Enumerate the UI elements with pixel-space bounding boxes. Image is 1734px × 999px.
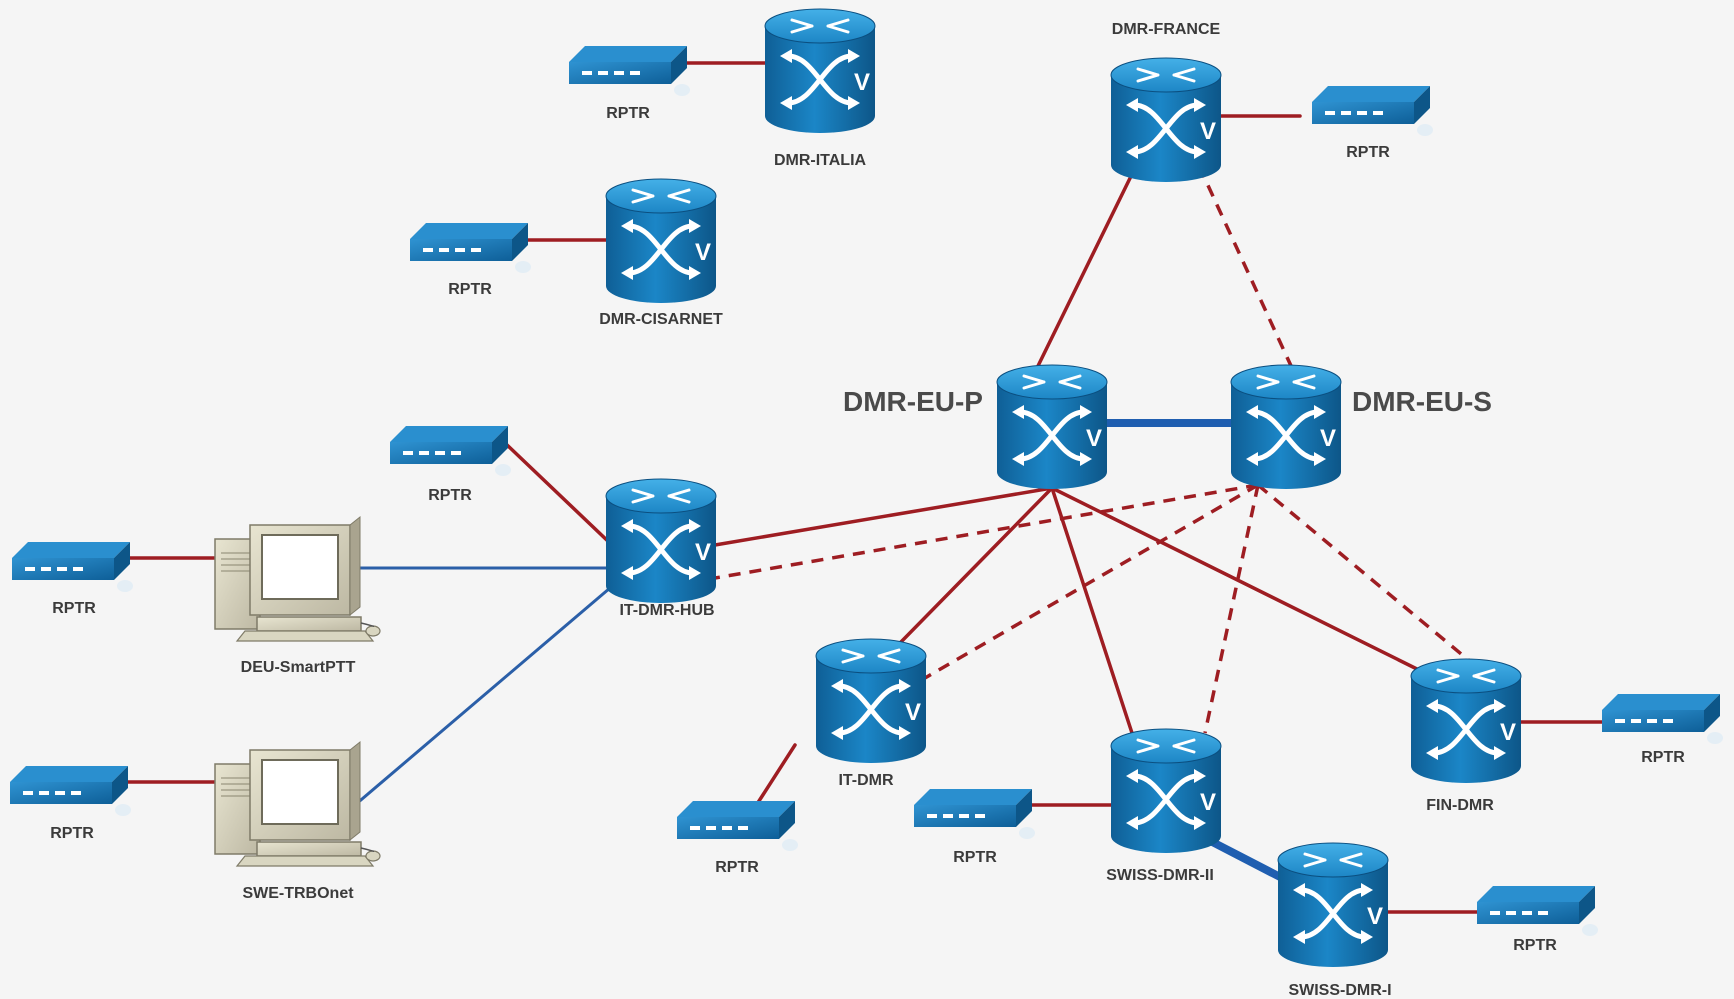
router-icon: [997, 365, 1107, 489]
repeater-icon: [1477, 886, 1598, 936]
link-dmr-eu-p-swiss-dmr-ii: [1050, 486, 1134, 735]
link-dmr-eu-s-it-dmr: [924, 483, 1259, 680]
repeater-icon: [1602, 694, 1723, 744]
router-dmr-cisarnet[interactable]: DMR-CISARNET: [599, 179, 723, 328]
repeater-swe-trbonet[interactable]: RPTR: [10, 766, 131, 842]
node-label-dmr-france: DMR-FRANCE: [1112, 21, 1221, 38]
node-label-swe-trbonet: SWE-TRBOnet: [242, 885, 354, 902]
node-label-rptr: RPTR: [715, 859, 759, 876]
link-dmr-eu-p-dmr-france: [1035, 166, 1137, 370]
link-dmr-eu-p-fin-dmr: [1050, 486, 1427, 675]
repeater-dmr-cisarnet[interactable]: RPTR: [410, 223, 531, 298]
repeater-icon: [569, 46, 690, 96]
node-label-it-dmr-hub: IT-DMR-HUB: [619, 602, 714, 619]
router-icon: [606, 179, 716, 303]
repeater-it-dmr[interactable]: RPTR: [677, 801, 798, 876]
router-it-dmr[interactable]: IT-DMR: [816, 639, 926, 789]
node-label-dmr-eu-s: DMR-EU-S: [1352, 386, 1492, 417]
node-label-rptr: RPTR: [50, 825, 94, 842]
node-label-rptr: RPTR: [606, 105, 650, 122]
link-rptr-it-dmr-hub: [503, 441, 614, 547]
repeater-dmr-france[interactable]: RPTR: [1312, 86, 1433, 161]
computer-icon: [214, 516, 381, 642]
router-icon: [1111, 58, 1221, 182]
repeater-deu-smartptt[interactable]: RPTR: [12, 542, 133, 617]
link-swe-trbonet-it-dmr-hub: [354, 586, 611, 807]
router-dmr-eu-s[interactable]: DMR-EU-S: [1231, 365, 1492, 489]
router-dmr-italia[interactable]: DMR-ITALIA: [765, 9, 875, 169]
computer-icon: [214, 741, 381, 867]
router-icon: [1411, 659, 1521, 783]
link-dmr-eu-s-dmr-france: [1198, 167, 1294, 369]
node-label-dmr-italia: DMR-ITALIA: [774, 152, 867, 169]
node-label-rptr: RPTR: [1641, 749, 1685, 766]
repeater-icon: [390, 426, 511, 476]
node-label-deu-smartptt: DEU-SmartPTT: [241, 659, 356, 676]
repeater-it-dmr-hub[interactable]: RPTR: [390, 426, 511, 504]
router-icon: [1231, 365, 1341, 489]
link-dmr-eu-s-swiss-dmr-ii: [1203, 484, 1260, 734]
node-label-rptr: RPTR: [953, 849, 997, 866]
repeater-icon: [10, 766, 131, 816]
computer-swe-trbonet[interactable]: SWE-TRBOnet: [214, 741, 381, 902]
repeater-swiss-dmr-i[interactable]: RPTR: [1477, 886, 1598, 954]
node-label-dmr-cisarnet: DMR-CISARNET: [599, 311, 723, 328]
node-label-rptr: RPTR: [1513, 937, 1557, 954]
computer-deu-smartptt[interactable]: DEU-SmartPTT: [214, 516, 381, 676]
router-icon: [1111, 729, 1221, 853]
node-label-dmr-eu-p: DMR-EU-P: [843, 386, 983, 417]
router-icon: [816, 639, 926, 763]
repeater-icon: [914, 789, 1035, 839]
node-label-swiss-dmr-ii: SWISS-DMR-II: [1106, 867, 1214, 884]
node-label-it-dmr: IT-DMR: [838, 772, 894, 789]
node-label-rptr: RPTR: [428, 487, 472, 504]
router-icon: [1278, 843, 1388, 967]
router-it-dmr-hub[interactable]: IT-DMR-HUB: [606, 479, 716, 619]
node-label-swiss-dmr-i: SWISS-DMR-I: [1288, 982, 1391, 999]
router-icon: [765, 9, 875, 133]
router-swiss-dmr-i[interactable]: SWISS-DMR-I: [1278, 843, 1392, 999]
router-icon: [606, 479, 716, 603]
node-label-rptr: RPTR: [52, 600, 96, 617]
router-dmr-eu-p[interactable]: DMR-EU-P: [843, 365, 1107, 489]
repeater-icon: [410, 223, 531, 273]
repeater-dmr-italia[interactable]: RPTR: [569, 46, 690, 122]
router-swiss-dmr-ii[interactable]: SWISS-DMR-II: [1106, 729, 1221, 884]
repeater-swiss-dmr-ii[interactable]: RPTR: [914, 789, 1035, 866]
node-label-fin-dmr: FIN-DMR: [1426, 797, 1494, 814]
repeater-fin-dmr[interactable]: RPTR: [1602, 694, 1723, 766]
repeater-icon: [1312, 86, 1433, 136]
link-dmr-eu-s-it-dmr-hub: [714, 483, 1259, 580]
node-label-rptr: RPTR: [1346, 144, 1390, 161]
link-dmr-eu-p-it-dmr-hub: [713, 486, 1054, 547]
repeater-icon: [677, 801, 798, 851]
router-dmr-france[interactable]: DMR-FRANCE: [1111, 21, 1221, 182]
link-dmr-eu-p-it-dmr: [898, 486, 1054, 645]
repeater-icon: [12, 542, 133, 592]
link-dmr-eu-s-fin-dmr: [1256, 483, 1474, 665]
router-fin-dmr[interactable]: FIN-DMR: [1411, 659, 1521, 814]
node-label-rptr: RPTR: [448, 281, 492, 298]
